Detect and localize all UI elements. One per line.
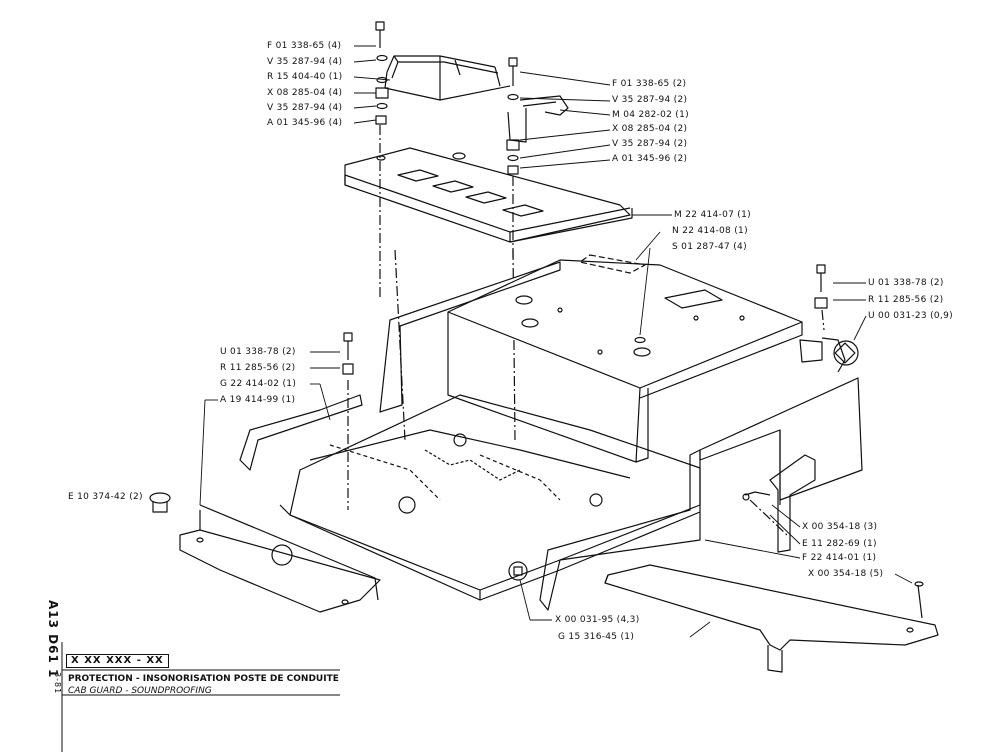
seal-callout-markers xyxy=(508,340,859,581)
callout-label: E 11 282-69 (1) xyxy=(802,539,877,549)
callout-label: U 01 338-78 (2) xyxy=(220,347,296,357)
callout-label: X 08 285-04 (4) xyxy=(267,88,343,98)
right-handle-bracket xyxy=(507,95,569,143)
callout-label: A 19 414-99 (1) xyxy=(220,395,296,405)
bottom-frame xyxy=(604,564,939,673)
callout-label: M 04 282-02 (1) xyxy=(612,110,689,120)
callout-label: G 22 414-02 (1) xyxy=(220,379,297,389)
revision-date-vertical: 3-81 xyxy=(53,672,62,695)
callout-label: X 00 031-95 (4,3) xyxy=(555,615,640,625)
title-english: CAB GUARD - SOUNDPROOFING xyxy=(68,686,212,696)
callout-label: R 15 404-40 (1) xyxy=(267,72,343,82)
callout-label: V 35 287-94 (2) xyxy=(612,139,688,149)
callout-label: E 10 374-42 (2) xyxy=(68,492,143,502)
callout-label: F 22 414-01 (1) xyxy=(802,553,877,563)
left-bolt-stack xyxy=(342,332,354,375)
callout-label: A 01 345-96 (2) xyxy=(612,154,688,164)
title-block-frame xyxy=(61,642,340,752)
callout-label: X 08 285-04 (2) xyxy=(612,124,688,134)
callout-label: V 35 287-94 (4) xyxy=(267,103,343,113)
callout-label: X 00 354-18 (3) xyxy=(802,522,878,532)
right-back-plate xyxy=(799,337,856,373)
callout-label: V 35 287-94 (2) xyxy=(612,95,688,105)
callout-label: X 00 354-18 (5) xyxy=(808,569,884,579)
callout-label: R 11 285-56 (2) xyxy=(220,363,296,373)
callout-label: U 01 338-78 (2) xyxy=(868,278,944,288)
right-fastener-stack xyxy=(506,57,520,175)
pin xyxy=(914,581,924,619)
callout-label: U 00 031-23 (0,9) xyxy=(868,311,953,321)
left-side-panel xyxy=(239,261,561,471)
callout-label: G 15 316-45 (1) xyxy=(558,632,635,642)
title-french: PROTECTION - INSONORISATION POSTE DE CON… xyxy=(68,674,339,684)
callout-label: F 01 338-65 (2) xyxy=(612,79,687,89)
top-cover-plate xyxy=(344,147,633,243)
callout-label: N 22 414-08 (1) xyxy=(672,226,748,236)
right-front-panel xyxy=(539,377,863,611)
main-top-box xyxy=(447,254,803,463)
knob xyxy=(149,492,171,513)
right-bolt-stack xyxy=(814,264,828,309)
drawing-number-vertical: A13 D61 1 xyxy=(46,600,60,679)
callout-label: F 01 338-65 (4) xyxy=(267,41,342,51)
leader-lines xyxy=(199,45,913,638)
vertical-bracket xyxy=(742,454,816,553)
reference-code-box: X XX XXX - XX xyxy=(66,654,169,668)
front-left-plate xyxy=(179,504,381,613)
callout-label: V 35 287-94 (4) xyxy=(267,57,343,67)
upper-handle-bracket xyxy=(384,55,511,101)
callout-label: S 01 287-47 (4) xyxy=(672,242,747,252)
callout-label: R 11 285-56 (2) xyxy=(868,295,944,305)
callout-label: M 22 414-07 (1) xyxy=(674,210,751,220)
callout-label: A 01 345-96 (4) xyxy=(267,118,343,128)
left-fastener-stack xyxy=(375,21,389,125)
